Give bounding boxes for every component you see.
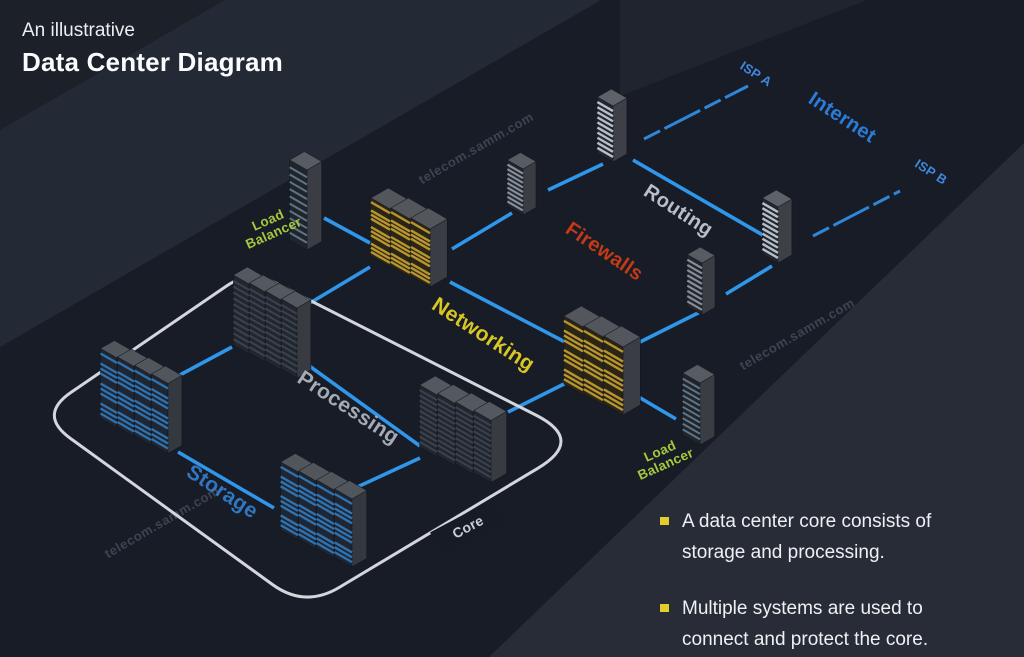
connection-line [451,211,513,251]
network-switch-stack-a [370,187,448,288]
storage-rack-b [280,453,368,568]
bullet-square-icon [660,604,669,612]
isp-link-line [812,189,901,238]
title-kicker: An illustrative [22,20,135,41]
connection-line [323,216,371,245]
connection-line [636,394,677,421]
processing-rack-a [232,266,312,379]
router-rack-b [761,189,793,264]
slide-title: An illustrative Data Center Diagram [22,20,283,78]
storage-rack-a [99,340,183,455]
bullet-square-icon [660,517,669,525]
connection-line [547,162,604,192]
connection-line [632,158,769,240]
connection-line [639,310,701,344]
processing-rack-b [419,375,508,484]
connection-line [507,381,567,414]
network-switch-stack-b [563,305,641,416]
connection-line [725,264,773,296]
connection-line [177,450,275,510]
router-rack-a [596,88,628,163]
isp-link-line [643,84,749,141]
connection-line [306,363,422,448]
load-balancer-rack-right [682,364,716,446]
title-main: Data Center Diagram [22,47,283,77]
firewall-rack-a [506,152,537,216]
connection-line [449,280,566,344]
core-label-gap [430,498,506,556]
load-balancer-rack-left [289,151,323,251]
firewall-rack-b [686,246,716,316]
